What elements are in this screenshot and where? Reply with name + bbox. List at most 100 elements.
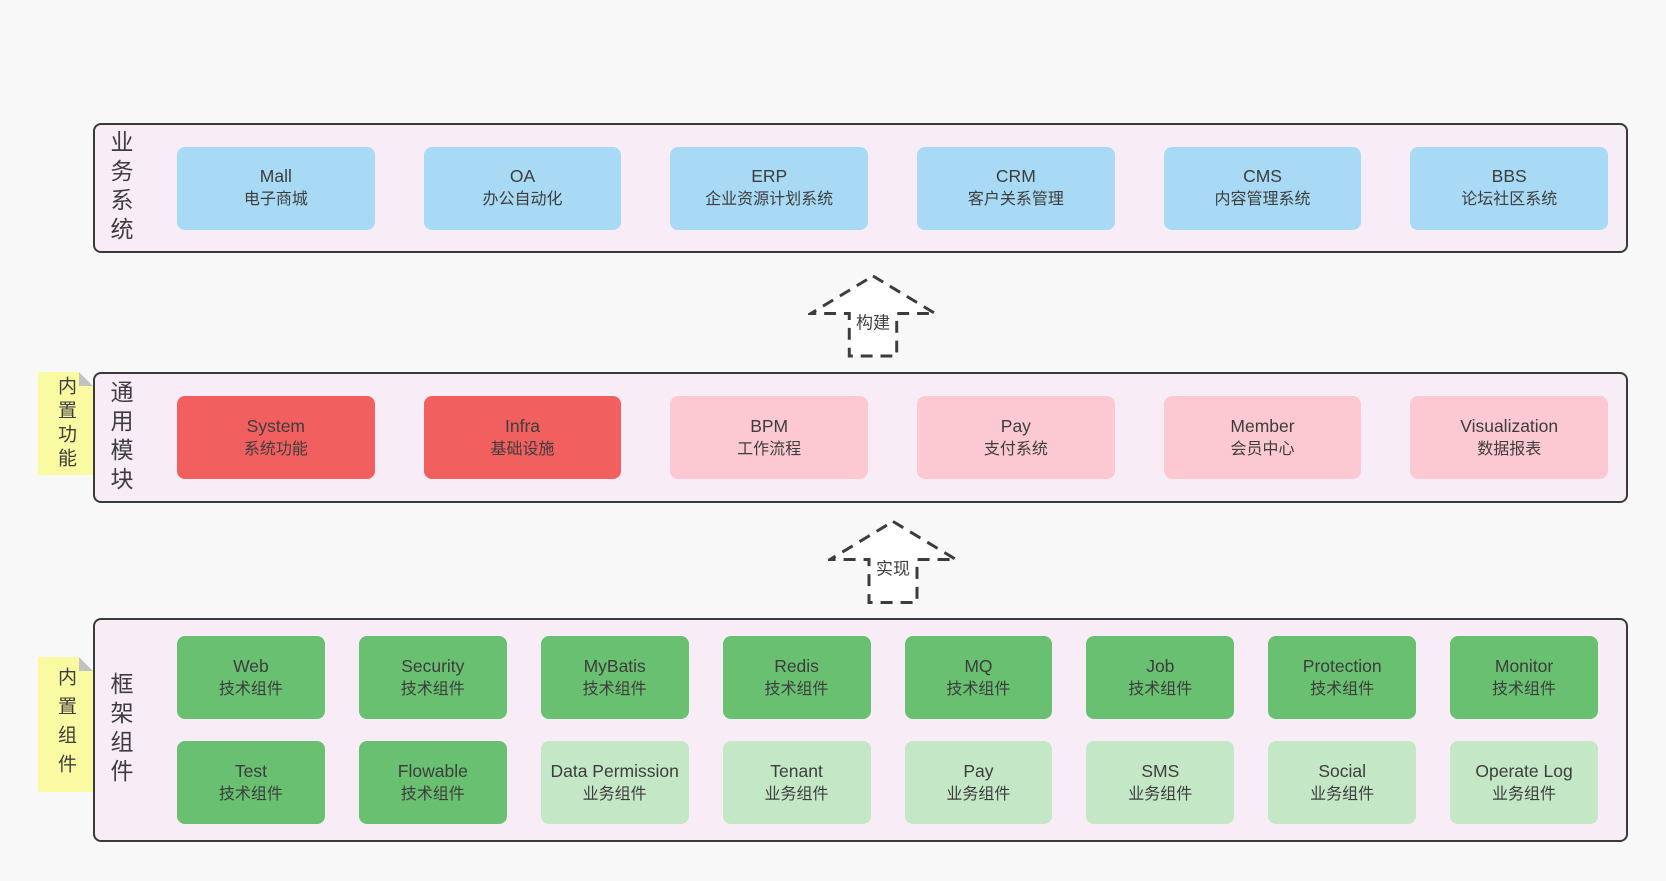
box-title: Member bbox=[1230, 415, 1295, 436]
box-flowable: Flowable 技术组件 bbox=[358, 741, 507, 824]
box-subtitle: 技术组件 bbox=[218, 785, 283, 803]
box-subtitle: 业务组件 bbox=[764, 785, 829, 803]
box-tenant: Tenant 业务组件 bbox=[722, 741, 871, 824]
box-system: System 系统功能 bbox=[177, 396, 375, 479]
box-visualization: Visualization 数据报表 bbox=[1410, 396, 1609, 479]
box-infra: Infra 基础设施 bbox=[423, 396, 622, 479]
box-subtitle: 业务组件 bbox=[582, 785, 647, 803]
box-title: Job bbox=[1146, 655, 1175, 676]
box-title: Monitor bbox=[1494, 655, 1554, 676]
box-oa: OA 办公自动化 bbox=[423, 146, 622, 230]
box-title: OA bbox=[509, 166, 536, 187]
box-subtitle: 会员中心 bbox=[1230, 440, 1295, 458]
box-subtitle: 技术组件 bbox=[764, 680, 829, 698]
box-title: MyBatis bbox=[583, 655, 646, 676]
box-subtitle: 业务组件 bbox=[1310, 785, 1375, 803]
box-title: ERP bbox=[751, 166, 788, 187]
box-erp: ERP 企业资源计划系统 bbox=[670, 146, 869, 230]
box-operate-log: Operate Log 业务组件 bbox=[1450, 741, 1598, 824]
box-title: Infra bbox=[504, 415, 541, 436]
band-content: Web 技术组件 Security 技术组件 MyBatis 技术组件 Redi… bbox=[131, 636, 1626, 824]
box-security: Security 技术组件 bbox=[358, 636, 507, 719]
box-title: CMS bbox=[1243, 166, 1282, 187]
box-title: Data Permission bbox=[550, 760, 679, 781]
box-pay-module: Pay 支付系统 bbox=[917, 396, 1115, 479]
box-subtitle: 技术组件 bbox=[1128, 680, 1193, 698]
box-title: Flowable bbox=[397, 760, 468, 781]
box-social: Social 业务组件 bbox=[1268, 741, 1417, 824]
box-subtitle: 内容管理系统 bbox=[1214, 191, 1311, 209]
box-title: System bbox=[246, 415, 306, 436]
box-member: Member 会员中心 bbox=[1163, 396, 1362, 479]
sticky-note-text: 内置组件 bbox=[55, 666, 76, 783]
band-content: Mall 电子商城 OA 办公自动化 ERP 企业资源计划系统 CRM 客户关系… bbox=[131, 146, 1626, 230]
box-job: Job 技术组件 bbox=[1086, 636, 1235, 719]
sticky-note-text: 内置功能 bbox=[55, 375, 76, 472]
box-crm: CRM 客户关系管理 bbox=[917, 146, 1115, 230]
box-bpm: BPM 工作流程 bbox=[670, 396, 869, 479]
band-label: 通用模块 bbox=[107, 379, 133, 496]
arrow-label: 实现 bbox=[874, 553, 912, 581]
box-subtitle: 办公自动化 bbox=[482, 191, 563, 209]
box-title: Redis bbox=[774, 655, 819, 676]
sticky-note-builtin-features: 内置功能 bbox=[38, 372, 93, 475]
box-cms: CMS 内容管理系统 bbox=[1163, 146, 1362, 230]
box-title: Pay bbox=[963, 760, 994, 781]
box-title: Operate Log bbox=[1475, 760, 1573, 781]
box-subtitle: 业务组件 bbox=[1492, 785, 1557, 803]
box-subtitle: 客户关系管理 bbox=[967, 191, 1064, 209]
box-subtitle: 技术组件 bbox=[582, 680, 647, 698]
box-title: CRM bbox=[995, 166, 1036, 187]
box-subtitle: 技术组件 bbox=[1310, 680, 1375, 698]
band-business-systems: 业务系统 Mall 电子商城 OA 办公自动化 ERP 企业资源计划系统 CRM… bbox=[93, 123, 1628, 253]
box-title: Pay bbox=[1000, 415, 1031, 436]
band-common-modules: 通用模块 System 系统功能 Infra 基础设施 BPM 工作流程 Pay… bbox=[93, 372, 1628, 503]
box-title: Mall bbox=[259, 166, 292, 187]
box-title: Social bbox=[1318, 760, 1367, 781]
box-redis: Redis 技术组件 bbox=[722, 636, 871, 719]
box-subtitle: 技术组件 bbox=[1492, 680, 1557, 698]
sticky-note-builtin-components: 内置组件 bbox=[38, 657, 93, 792]
box-subtitle: 系统功能 bbox=[243, 440, 308, 458]
box-data-permission: Data Permission 业务组件 bbox=[540, 741, 689, 824]
folded-corner-icon bbox=[79, 372, 93, 386]
box-sms: SMS 业务组件 bbox=[1086, 741, 1235, 824]
box-pay-component: Pay 业务组件 bbox=[904, 741, 1053, 824]
box-title: Security bbox=[401, 655, 465, 676]
box-subtitle: 技术组件 bbox=[400, 680, 465, 698]
arrow-label: 构建 bbox=[854, 307, 892, 335]
band-label: 框架组件 bbox=[107, 672, 133, 788]
box-title: Protection bbox=[1302, 655, 1382, 676]
box-subtitle: 基础设施 bbox=[490, 440, 555, 458]
box-title: Test bbox=[234, 760, 267, 781]
box-title: BPM bbox=[750, 415, 789, 436]
box-mq: MQ 技术组件 bbox=[904, 636, 1053, 719]
box-title: MQ bbox=[964, 655, 993, 676]
box-bbs: BBS 论坛社区系统 bbox=[1410, 146, 1609, 230]
up-arrow-build: 构建 bbox=[808, 274, 938, 358]
folded-corner-icon bbox=[79, 657, 93, 671]
box-subtitle: 技术组件 bbox=[218, 680, 283, 698]
box-monitor: Monitor 技术组件 bbox=[1450, 636, 1598, 719]
box-subtitle: 电子商城 bbox=[243, 191, 308, 209]
box-title: Tenant bbox=[770, 760, 823, 781]
box-subtitle: 业务组件 bbox=[1128, 785, 1193, 803]
box-title: Visualization bbox=[1460, 415, 1559, 436]
box-subtitle: 论坛社区系统 bbox=[1461, 191, 1558, 209]
box-subtitle: 技术组件 bbox=[946, 680, 1011, 698]
box-subtitle: 企业资源计划系统 bbox=[705, 191, 834, 209]
box-test: Test 技术组件 bbox=[177, 741, 325, 824]
component-row-2: Test 技术组件 Flowable 技术组件 Data Permission … bbox=[177, 741, 1598, 824]
box-mybatis: MyBatis 技术组件 bbox=[540, 636, 689, 719]
component-row-1: Web 技术组件 Security 技术组件 MyBatis 技术组件 Redi… bbox=[177, 636, 1598, 719]
band-content: System 系统功能 Infra 基础设施 BPM 工作流程 Pay 支付系统… bbox=[131, 396, 1626, 479]
band-framework-components: 框架组件 Web 技术组件 Security 技术组件 MyBatis 技术组件… bbox=[93, 618, 1628, 842]
box-title: Web bbox=[233, 655, 269, 676]
box-title: BBS bbox=[1491, 166, 1527, 187]
up-arrow-implement: 实现 bbox=[828, 519, 958, 605]
box-protection: Protection 技术组件 bbox=[1268, 636, 1417, 719]
box-subtitle: 工作流程 bbox=[737, 440, 802, 458]
box-subtitle: 支付系统 bbox=[983, 440, 1048, 458]
box-web: Web 技术组件 bbox=[177, 636, 325, 719]
